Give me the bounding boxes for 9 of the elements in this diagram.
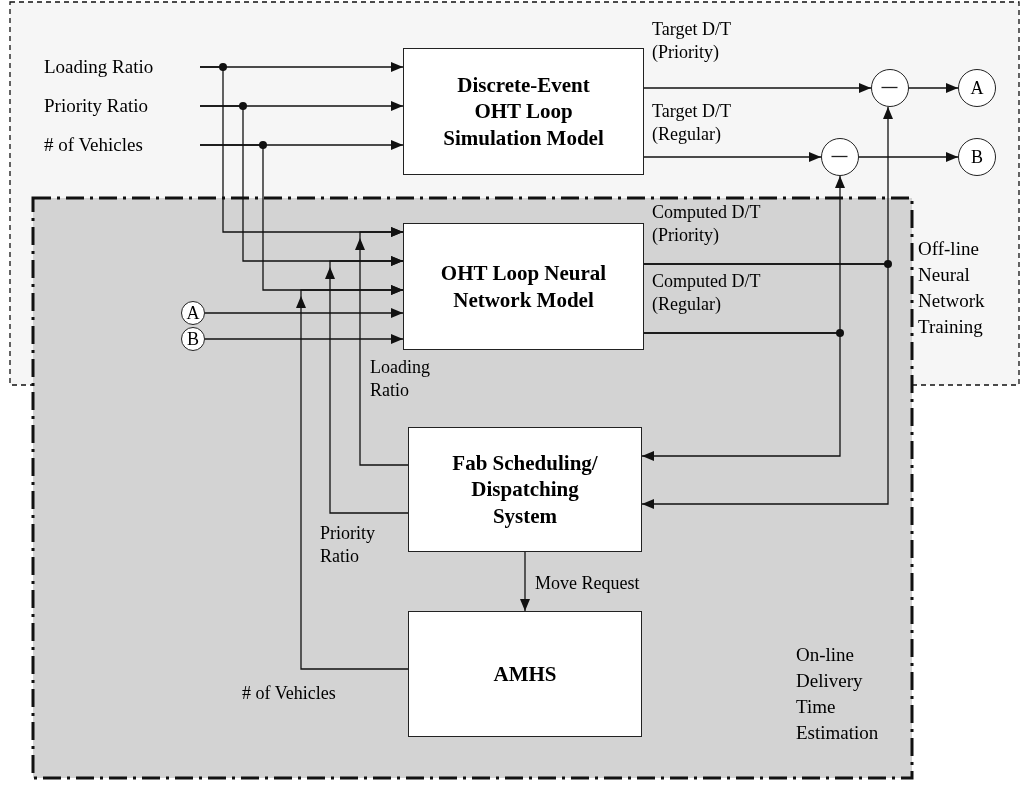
- process-box: Fab Scheduling/ Dispatching System: [408, 427, 642, 552]
- input-label: # of Vehicles: [44, 133, 200, 157]
- process-box: AMHS: [408, 611, 642, 737]
- region-label: On-line Delivery Time Estimation: [796, 643, 880, 745]
- process-box: Discrete-Event OHT Loop Simulation Model: [403, 48, 644, 175]
- input-label: Loading Ratio: [44, 55, 200, 79]
- region-label: Off-line Neural Network Training: [918, 237, 986, 339]
- process-box: OHT Loop Neural Network Model: [403, 223, 644, 350]
- input-label: Priority Ratio: [44, 94, 200, 118]
